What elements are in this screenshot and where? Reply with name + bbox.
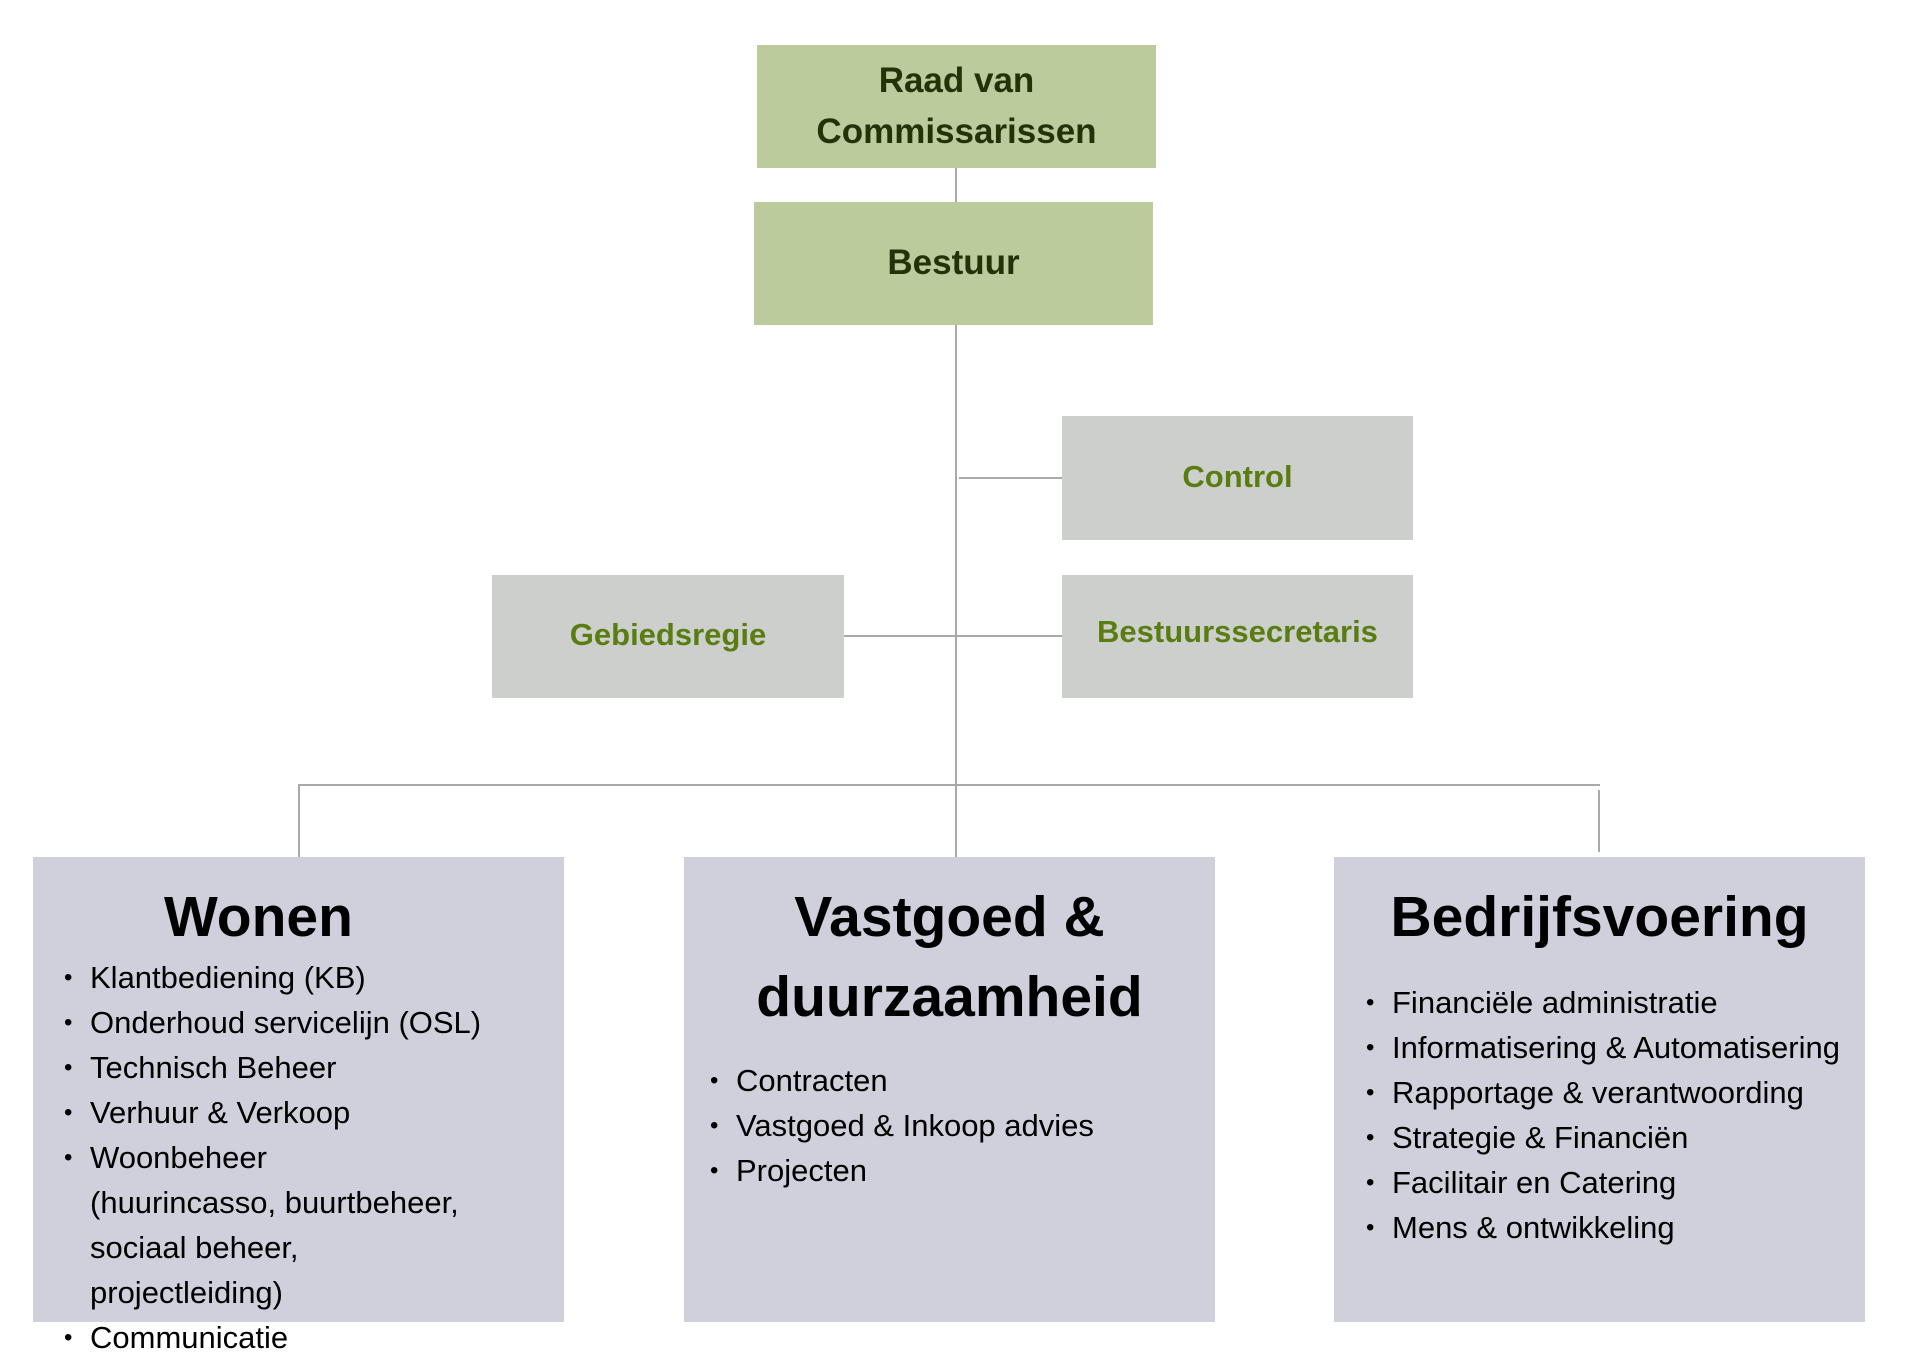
list-item: •Vastgoed & Inkoop advies <box>679 1103 1179 1148</box>
connector-control <box>959 477 1062 479</box>
bullet-icon: • <box>710 1067 719 1094</box>
connector-wonen <box>298 784 300 857</box>
connector-rvc-bestuur <box>955 168 957 202</box>
list-item: •Mens & ontwikkeling <box>1335 1205 1875 1250</box>
bullet-icon: • <box>64 1144 73 1171</box>
bullet-icon: • <box>64 1324 73 1351</box>
connector-departments-horizontal <box>298 784 1600 786</box>
list-item: •Communicatie <box>33 1315 533 1360</box>
department-wonen-title: Wonen <box>0 877 564 957</box>
list-item: •Facilitair en Catering <box>1335 1160 1875 1205</box>
list-item: •Informatisering & Automatisering <box>1335 1025 1875 1070</box>
department-bedrijfsvoering-title: Bedrijfsvoering <box>1334 877 1865 957</box>
department-bedrijfsvoering-box[interactable]: Bedrijfsvoering •Financiële administrati… <box>1334 857 1865 1322</box>
bullet-icon: • <box>64 964 73 991</box>
department-bedrijfsvoering-title-line: Bedrijfsvoering <box>1390 885 1809 949</box>
supervisory-board-label: Raad van Commissarissen <box>757 55 1156 157</box>
bestuurssecretaris-box[interactable]: Bestuurssecretaris <box>1062 575 1413 698</box>
bullet-icon: • <box>64 1054 73 1081</box>
department-vastgoed-box[interactable]: Vastgoed & duurzaamheid •Contracten •Vas… <box>684 857 1215 1322</box>
connector-gebiedsregie <box>844 635 955 637</box>
list-item: •Rapportage & verantwoording <box>1335 1070 1875 1115</box>
list-item: •Financiële administratie <box>1335 980 1875 1025</box>
department-bedrijfsvoering-list: •Financiële administratie •Informatiseri… <box>1335 980 1875 1250</box>
department-vastgoed-title-line-1: Vastgoed & <box>794 885 1105 949</box>
bullet-icon: • <box>1366 1079 1375 1106</box>
board-box[interactable]: Bestuur <box>754 202 1153 325</box>
supervisory-board-box[interactable]: Raad van Commissarissen <box>757 45 1156 168</box>
bullet-icon: • <box>64 1099 73 1126</box>
list-item: •Projecten <box>679 1148 1179 1193</box>
department-wonen-list: •Klantbediening (KB) •Onderhoud servicel… <box>33 955 533 1360</box>
list-item: •Technisch Beheer <box>33 1045 533 1090</box>
control-box[interactable]: Control <box>1062 416 1413 540</box>
bullet-icon: • <box>1366 989 1375 1016</box>
list-item: •Strategie & Financiën <box>1335 1115 1875 1160</box>
gebiedsregie-box[interactable]: Gebiedsregie <box>492 575 844 698</box>
bullet-icon: • <box>1366 1214 1375 1241</box>
board-label: Bestuur <box>887 243 1020 282</box>
list-item: •Klantbediening (KB) <box>33 955 533 1000</box>
gebiedsregie-label: Gebiedsregie <box>569 617 767 652</box>
list-item: •Onderhoud servicelijn (OSL) <box>33 1000 533 1045</box>
department-wonen-box[interactable]: Wonen •Klantbediening (KB) •Onderhoud se… <box>33 857 564 1355</box>
list-item: •Contracten <box>679 1058 1179 1103</box>
department-vastgoed-title-line-2: duurzaamheid <box>756 965 1143 1029</box>
supervisory-board-label-line-2: Commissarissen <box>816 112 1097 151</box>
bullet-icon: • <box>1366 1124 1375 1151</box>
department-wonen-title-line: Wonen <box>164 885 353 949</box>
bullet-icon: • <box>1366 1169 1375 1196</box>
bullet-icon: • <box>710 1112 719 1139</box>
department-vastgoed-list: •Contracten •Vastgoed & Inkoop advies •P… <box>679 1058 1179 1193</box>
bullet-icon: • <box>710 1157 719 1184</box>
connector-main-trunk <box>955 325 957 857</box>
bullet-icon: • <box>1366 1034 1375 1061</box>
department-vastgoed-title: Vastgoed & duurzaamheid <box>684 877 1215 1037</box>
list-item: •Woonbeheer (huurincasso, buurtbeheer, s… <box>33 1135 460 1315</box>
bullet-icon: • <box>64 1009 73 1036</box>
bestuurssecretaris-label: Bestuurssecretaris <box>1097 614 1378 649</box>
supervisory-board-label-line-1: Raad van <box>878 61 1035 100</box>
connector-bedrijfsvoering <box>1598 790 1600 852</box>
list-item: •Verhuur & Verkoop <box>33 1090 533 1135</box>
connector-bestuurssecretaris <box>957 635 1062 637</box>
control-label: Control <box>1182 459 1293 494</box>
